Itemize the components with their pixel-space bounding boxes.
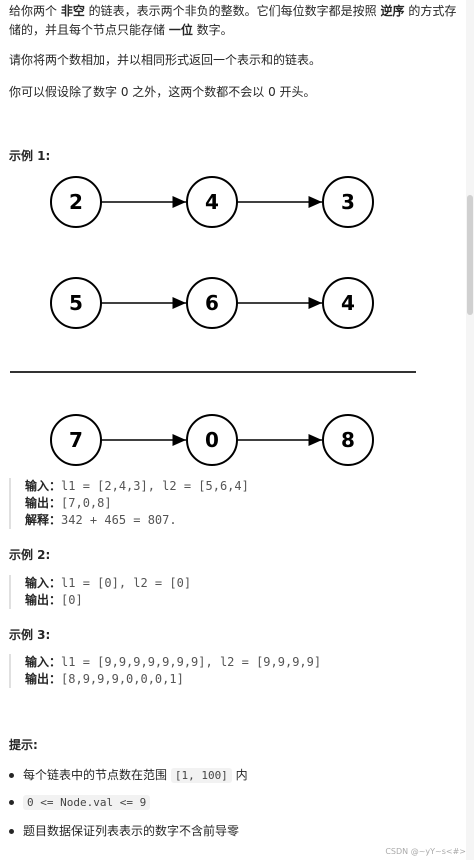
- list-node-circle: [50, 277, 102, 329]
- list-node-value: 4: [341, 291, 355, 315]
- hint-text: 内: [231, 768, 248, 782]
- output-value: [7,0,8]: [61, 496, 112, 510]
- intro-bold-one-digit: 一位: [168, 23, 193, 37]
- hint-text: 题目数据保证列表表示的数字不含前导零: [23, 824, 240, 838]
- list-node-value: 5: [69, 291, 83, 315]
- intro-text: 给你两个: [9, 4, 61, 18]
- example-3-title: 示例 3:: [9, 628, 51, 642]
- hint-item-2: 0 <= Node.val <= 9: [9, 795, 151, 810]
- output-label: 输出：: [25, 496, 62, 510]
- intro-paragraph-3: 你可以假设除了数字 0 之外，这两个数都不会以 0 开头。: [9, 85, 316, 99]
- list-node-value: 0: [205, 428, 219, 452]
- list-node-circle: [50, 176, 102, 228]
- scrollbar-thumb[interactable]: [467, 195, 473, 315]
- intro-paragraph-2: 请你将两个数相加，并以相同形式返回一个表示和的链表。: [9, 53, 322, 67]
- hints-title: 提示:: [9, 738, 38, 752]
- list-node-circle: [322, 176, 374, 228]
- input-value: l1 = [2,4,3], l2 = [5,6,4]: [61, 479, 249, 493]
- bullet-icon: [9, 800, 14, 805]
- example-1-block: 输入：l1 = [2,4,3], l2 = [5,6,4] 输出：[7,0,8]…: [9, 478, 474, 529]
- watermark: CSDN @~yY~s<#>: [385, 847, 466, 856]
- intro-text: 储的，并且每个节点只能存储: [9, 23, 169, 37]
- list-node-value: 6: [205, 291, 219, 315]
- hint-text: 每个链表中的节点数在范围: [23, 768, 171, 782]
- intro-text: 数字。: [192, 23, 233, 37]
- linked-list-diagram: 2 4 3 5 6 4 7 0 8: [10, 176, 416, 466]
- list-node-circle: [186, 277, 238, 329]
- explain-value: 342 + 465 = 807.: [61, 513, 177, 527]
- example-3-block: 输入：l1 = [9,9,9,9,9,9,9], l2 = [9,9,9,9] …: [9, 654, 474, 688]
- input-label: 输入：: [25, 479, 62, 493]
- list-node-value: 2: [69, 190, 83, 214]
- list-node-circle: [186, 414, 238, 466]
- list-node-circle: [322, 277, 374, 329]
- example-2-block: 输入：l1 = [0], l2 = [0] 输出：[0]: [9, 575, 474, 609]
- list-node-value: 4: [205, 190, 219, 214]
- output-label: 输出：: [25, 593, 62, 607]
- intro-bold-nonempty: 非空: [60, 4, 85, 18]
- hint-code: [1, 100]: [170, 768, 232, 783]
- input-label: 输入：: [25, 576, 62, 590]
- input-value: l1 = [0], l2 = [0]: [61, 576, 192, 590]
- hint-code: 0 <= Node.val <= 9: [23, 795, 151, 810]
- example-2-title: 示例 2:: [9, 548, 51, 562]
- explain-label: 解释：: [25, 513, 62, 527]
- list-node-circle: [322, 414, 374, 466]
- list-node-value: 7: [69, 428, 83, 452]
- intro-bold-reverse: 逆序: [380, 4, 405, 18]
- output-label: 输出：: [25, 672, 62, 686]
- example-1-title: 示例 1:: [9, 149, 51, 163]
- list-node-value: 8: [341, 428, 355, 452]
- output-value: [8,9,9,9,0,0,0,1]: [61, 672, 184, 686]
- list-node-value: 3: [341, 190, 355, 214]
- input-value: l1 = [9,9,9,9,9,9,9], l2 = [9,9,9,9]: [61, 655, 322, 669]
- intro-paragraph-1: 给你两个 非空 的链表，表示两个非负的整数。它们每位数字都是按照 逆序 的方式存…: [9, 2, 456, 40]
- input-label: 输入：: [25, 655, 62, 669]
- intro-text: 的链表，表示两个非负的整数。它们每位数字都是按照: [84, 4, 381, 18]
- hint-item-1: 每个链表中的节点数在范围 [1, 100] 内: [9, 766, 248, 783]
- bullet-icon: [9, 773, 14, 778]
- list-node-circle: [186, 176, 238, 228]
- intro-text: 的方式存: [404, 4, 457, 18]
- bullet-icon: [9, 829, 14, 834]
- list-node-circle: [50, 414, 102, 466]
- output-value: [0]: [61, 593, 83, 607]
- hint-item-3: 题目数据保证列表表示的数字不含前导零: [9, 822, 239, 839]
- scrollbar-track[interactable]: [466, 0, 474, 860]
